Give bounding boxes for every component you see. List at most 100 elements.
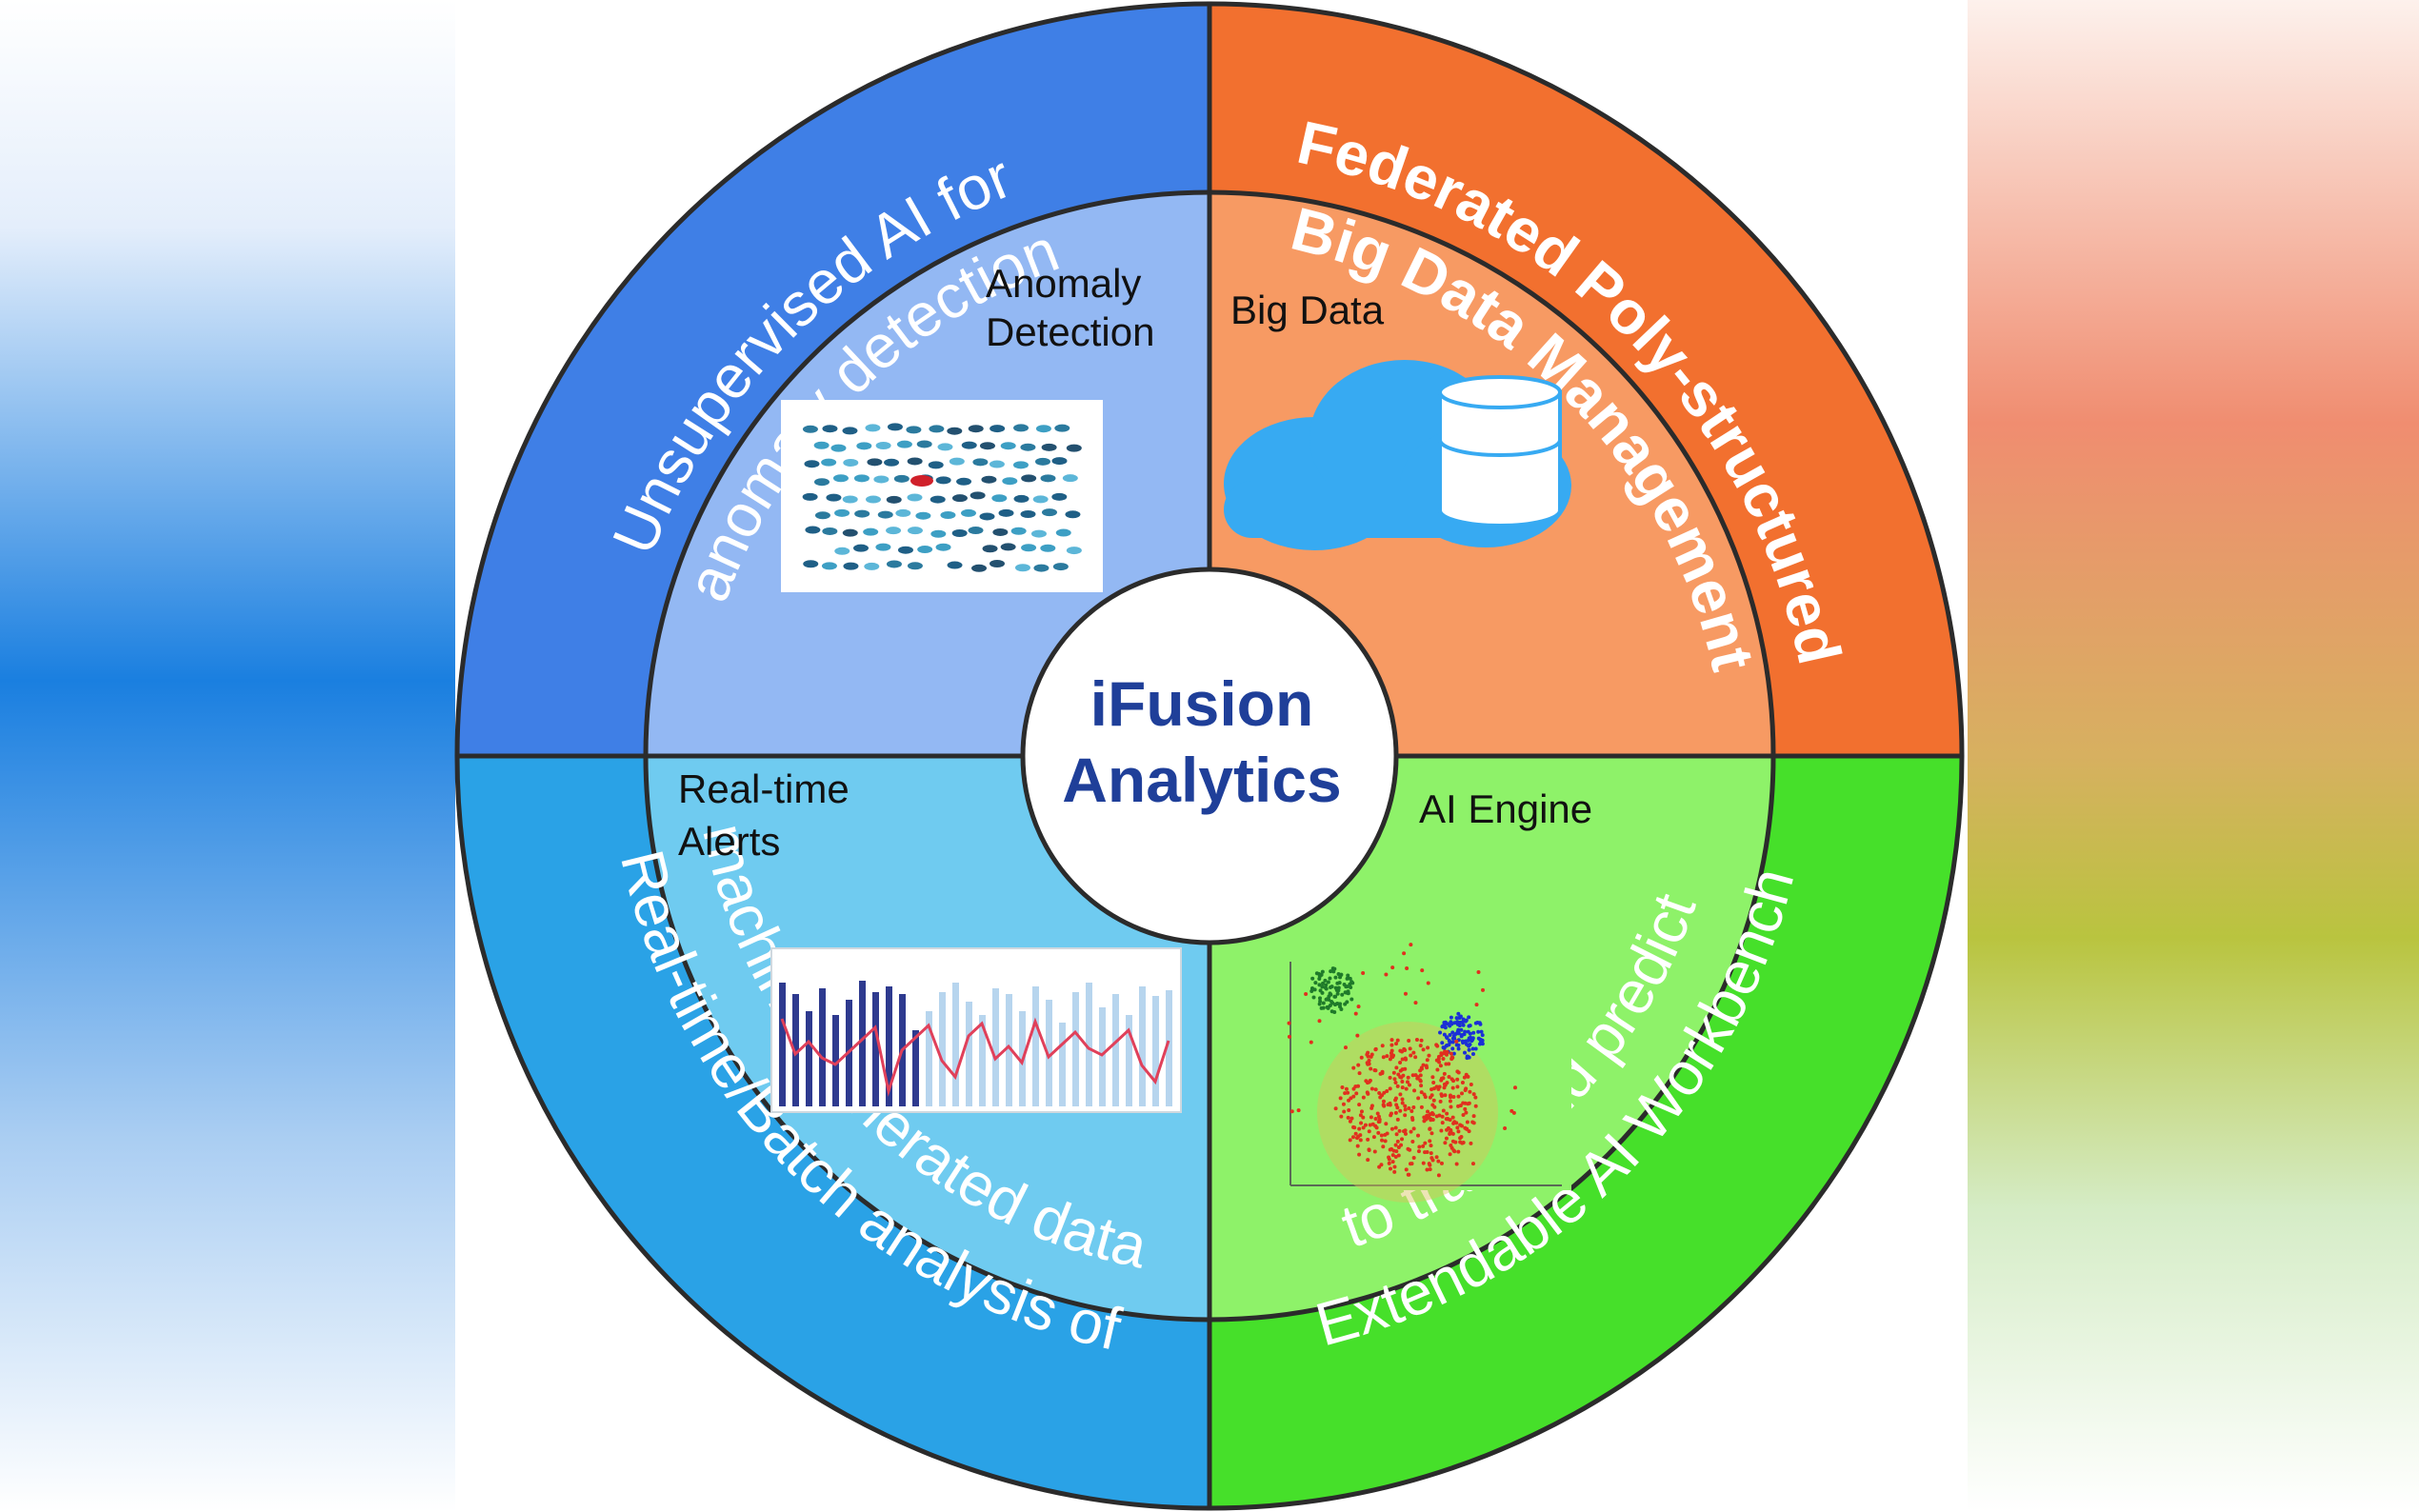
- scatter-point-mark: [1411, 1050, 1416, 1055]
- scatter-point-mark: [1441, 1076, 1446, 1081]
- scatter-point-mark: [1397, 1128, 1402, 1133]
- scatter-point-mark: [1416, 1133, 1421, 1138]
- fish-mark: [854, 509, 870, 518]
- fish-mark: [928, 461, 944, 469]
- scatter-point-mark: [1318, 988, 1323, 993]
- scatter-point-mark: [1366, 1091, 1370, 1096]
- scatter-point-mark: [1313, 981, 1318, 985]
- scatter-point-mark: [1470, 1046, 1475, 1051]
- alerts-bar-mark: [992, 988, 999, 1106]
- scatter-point-mark: [1456, 1011, 1461, 1016]
- scatter-point-mark: [1419, 1104, 1424, 1109]
- scatter-point-mark: [1456, 1149, 1461, 1154]
- scatter-point-mark: [1461, 1140, 1466, 1144]
- scatter-point-mark: [1480, 1038, 1485, 1043]
- fish-mark: [822, 527, 838, 535]
- scatter-point-mark: [1359, 1109, 1364, 1114]
- center-title-line2: Analytics: [1062, 745, 1341, 815]
- scatter-point-mark: [1319, 1005, 1324, 1010]
- fish-mark: [961, 441, 977, 449]
- scatter-point-mark: [1287, 1034, 1291, 1039]
- scatter-point-mark: [1329, 999, 1334, 1004]
- fish-mark: [842, 427, 858, 435]
- scatter-point-mark: [1388, 1086, 1392, 1091]
- alerts-bar-mark: [779, 983, 786, 1106]
- scatter-point-mark: [1418, 1044, 1423, 1048]
- fish-mark: [982, 545, 998, 553]
- scatter-point-mark: [1343, 1002, 1348, 1006]
- scatter-point-mark: [1393, 1080, 1398, 1084]
- scatter-point-mark: [1328, 976, 1332, 981]
- scatter-point-mark: [1415, 1076, 1420, 1081]
- alerts-bar-mark: [926, 1011, 932, 1106]
- fish-mark: [968, 425, 984, 433]
- scatter-point-mark: [1456, 1094, 1461, 1099]
- fish-mark: [956, 477, 972, 486]
- scatter-point-mark: [1469, 1141, 1473, 1145]
- alerts-bar-mark: [1099, 1007, 1106, 1106]
- scatter-point-mark: [1350, 981, 1355, 985]
- fish-mark: [1012, 461, 1029, 469]
- scatter-point-mark: [1456, 1030, 1461, 1035]
- scatter-point-mark: [1442, 1071, 1447, 1076]
- scatter-point-mark: [1343, 1091, 1348, 1096]
- fish-mark: [877, 510, 893, 519]
- scatter-point-mark: [1383, 1139, 1388, 1144]
- alerts-bar-mark: [952, 983, 959, 1106]
- scatter-point-mark: [1400, 1079, 1405, 1084]
- alerts-bar-mark: [1086, 983, 1092, 1106]
- scatter-point-mark: [1357, 1103, 1362, 1107]
- scatter-point-mark: [1395, 1117, 1400, 1122]
- fish-mark: [1034, 457, 1050, 466]
- scatter-point-mark: [1447, 1074, 1451, 1079]
- scatter-point-mark: [1454, 1016, 1459, 1021]
- scatter-point-mark: [1421, 1144, 1426, 1148]
- scatter-plot-area: [1286, 952, 1571, 1190]
- fish-mark: [802, 492, 818, 501]
- scatter-point-mark: [1392, 1077, 1397, 1082]
- fish-mark: [1051, 457, 1068, 466]
- scatter-point-mark: [1369, 1066, 1373, 1071]
- scatter-point-mark: [1429, 1118, 1433, 1123]
- scatter-point-mark: [1470, 1052, 1475, 1057]
- fish-mark: [917, 546, 933, 554]
- scatter-point-mark: [1366, 1062, 1370, 1066]
- scatter-point-mark: [1351, 1065, 1356, 1070]
- fish-mark: [1002, 477, 1018, 486]
- scatter-point-mark: [1327, 997, 1331, 1002]
- scatter-point-mark: [1352, 1125, 1357, 1130]
- scatter-point-mark: [1361, 971, 1366, 976]
- scatter-point-mark: [1390, 965, 1395, 970]
- scatter-point-mark: [1450, 1055, 1455, 1060]
- cloud-database-icon: [1224, 360, 1571, 550]
- scatter-point-mark: [1448, 1152, 1452, 1157]
- scatter-point-mark: [1381, 1055, 1386, 1060]
- scatter-point-mark: [1368, 1123, 1372, 1127]
- scatter-point-mark: [1404, 1167, 1409, 1172]
- alerts-trend-line: [780, 1017, 1170, 1097]
- scatter-point-mark: [1365, 1052, 1369, 1057]
- scatter-point-mark: [1343, 1045, 1348, 1050]
- scatter-point-mark: [1430, 1075, 1435, 1080]
- scatter-point-mark: [1348, 1138, 1352, 1143]
- scatter-point-mark: [1423, 1141, 1428, 1145]
- scatter-point-mark: [1373, 1117, 1378, 1122]
- scatter-point-mark: [1425, 1167, 1429, 1172]
- scatter-point-mark: [1449, 1095, 1453, 1100]
- scatter-point-mark: [1460, 1091, 1465, 1096]
- scatter-point-mark: [1427, 1053, 1431, 1058]
- scatter-point-mark: [1325, 1005, 1329, 1009]
- scatter-point-mark: [1454, 1039, 1459, 1044]
- scatter-point-mark: [1412, 1088, 1417, 1093]
- scatter-point-mark: [1409, 1053, 1413, 1058]
- alerts-bar-mark: [806, 1011, 812, 1106]
- alerts-bar-mark: [939, 992, 946, 1106]
- alerts-bar-mark: [1072, 992, 1079, 1106]
- fish-mark: [856, 442, 872, 450]
- scatter-point-mark: [1359, 1121, 1364, 1125]
- fish-mark: [896, 440, 912, 448]
- fish-mark: [1020, 510, 1036, 519]
- scatter-point-mark: [1394, 1132, 1399, 1137]
- scatter-point-mark: [1367, 1129, 1371, 1134]
